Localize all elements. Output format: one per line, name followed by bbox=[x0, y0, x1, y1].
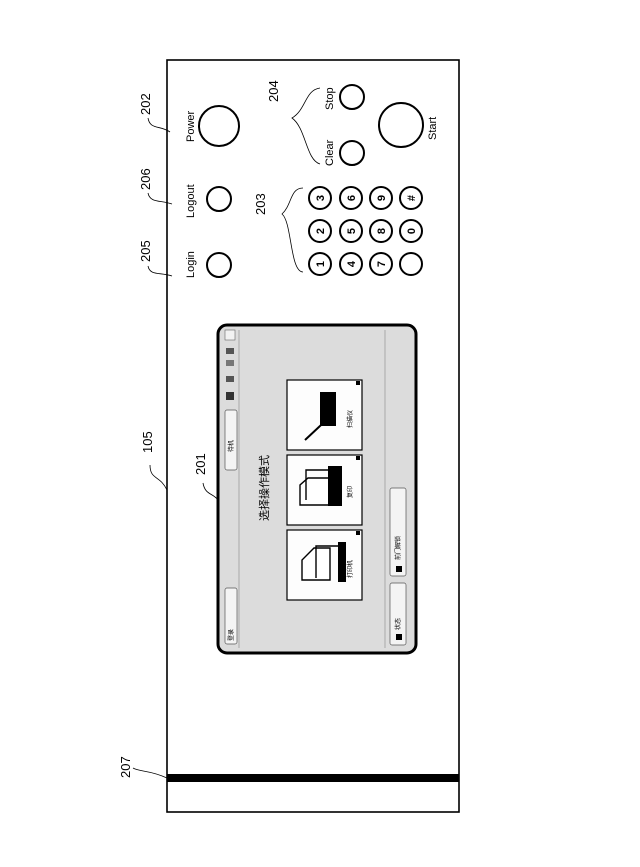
ref-label-105: 105 bbox=[140, 431, 155, 453]
bottom-band bbox=[167, 774, 459, 782]
tile-scanner-label: 扫描仪 bbox=[346, 410, 354, 428]
indicator-1 bbox=[226, 348, 234, 354]
ref-201: 201 bbox=[193, 453, 218, 500]
key-blank[interactable] bbox=[400, 253, 422, 275]
key-0-label: 0 bbox=[406, 228, 418, 234]
login-button[interactable] bbox=[207, 253, 231, 277]
tile-scanner[interactable]: 扫描仪 bbox=[287, 380, 362, 450]
tile-printer-label: 打印机 bbox=[346, 560, 354, 578]
ref-label-207: 207 bbox=[118, 756, 133, 778]
ref-label-205: 205 bbox=[138, 240, 153, 262]
clear-button[interactable] bbox=[340, 141, 364, 165]
ref-label-202: 202 bbox=[138, 93, 153, 115]
key-3-label: 3 bbox=[315, 195, 327, 201]
indicator-3 bbox=[226, 376, 234, 382]
key-5-label: 5 bbox=[346, 228, 358, 234]
standby-label: 待机 bbox=[227, 440, 235, 452]
ref-203: 203 bbox=[253, 188, 303, 272]
front-door-unlock-button[interactable] bbox=[390, 488, 406, 576]
stop-label: Stop bbox=[324, 87, 336, 110]
ref-label-201: 201 bbox=[193, 453, 208, 475]
key-2-label: 2 bbox=[315, 228, 327, 234]
tile-copy-label: 复印 bbox=[346, 486, 354, 498]
start-label: Start bbox=[427, 117, 439, 140]
ref-202: 202 bbox=[138, 93, 170, 132]
ref-label-206: 206 bbox=[138, 168, 153, 190]
logout-button[interactable] bbox=[207, 187, 231, 211]
screen-status-label: 状态 bbox=[394, 618, 402, 630]
power-label: Power bbox=[185, 110, 197, 142]
screen-title: 选择操作模式 bbox=[257, 455, 271, 521]
ref-204: 204 bbox=[266, 80, 320, 164]
clear-label: Clear bbox=[324, 139, 336, 166]
ref-label-203: 203 bbox=[253, 193, 268, 215]
tile-printer[interactable]: 打印机 bbox=[287, 530, 362, 600]
key-9-label: 9 bbox=[376, 195, 388, 201]
key-6-label: 6 bbox=[346, 195, 358, 201]
indicator-2 bbox=[226, 360, 234, 366]
key-8-label: 8 bbox=[376, 228, 388, 234]
status-icon bbox=[226, 392, 234, 400]
key-hash-label: # bbox=[406, 195, 418, 201]
key-7-label: 7 bbox=[376, 261, 388, 267]
key-1-label: 1 bbox=[315, 261, 327, 267]
screen-corner-tab[interactable] bbox=[225, 330, 235, 340]
ref-207: 207 bbox=[118, 756, 167, 778]
power-button[interactable] bbox=[199, 106, 239, 146]
screen-login-label: 登录 bbox=[227, 629, 235, 641]
front-door-unlock-label: 前门解锁 bbox=[394, 536, 402, 560]
ref-105: 105 bbox=[140, 431, 167, 490]
key-4-label: 4 bbox=[346, 260, 358, 267]
stop-button[interactable] bbox=[340, 85, 364, 109]
tile-copy[interactable]: 复印 bbox=[287, 455, 362, 525]
keypad: 3 2 1 6 5 4 9 8 7 # 0 bbox=[309, 187, 422, 275]
logout-label: Logout bbox=[185, 184, 197, 218]
login-label: Login bbox=[185, 251, 197, 278]
ref-label-204: 204 bbox=[266, 80, 281, 102]
unlock-icon bbox=[396, 566, 402, 572]
start-button[interactable] bbox=[379, 103, 423, 147]
status-button-icon bbox=[396, 634, 402, 640]
